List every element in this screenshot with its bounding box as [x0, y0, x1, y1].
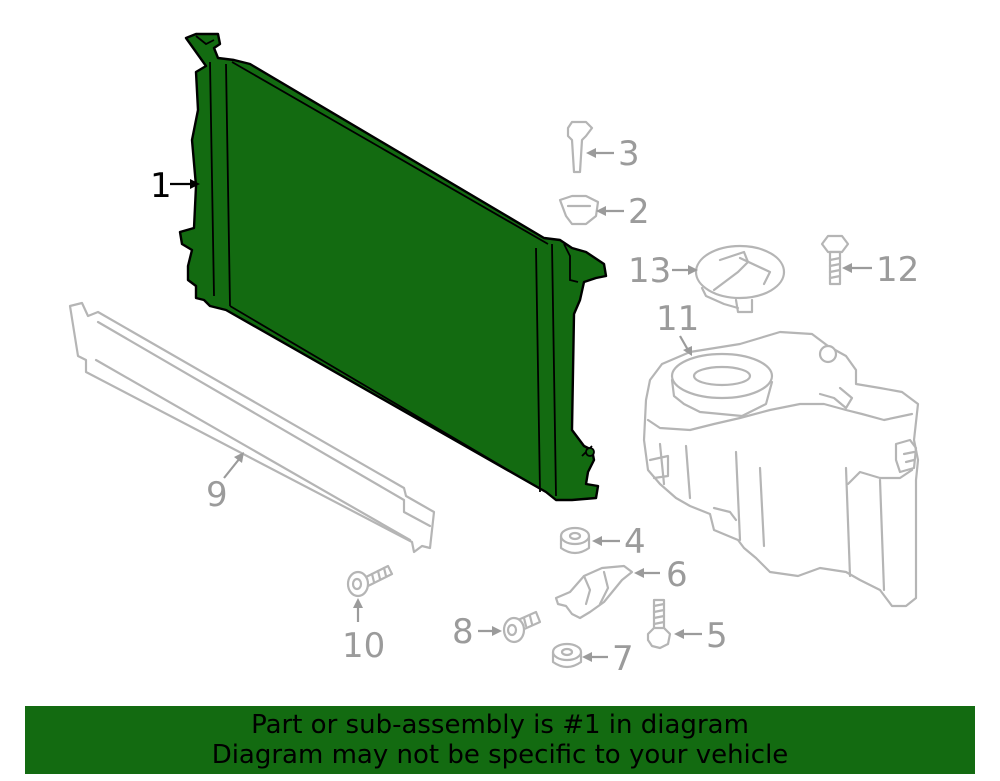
part-13-reservoir-cap[interactable] — [694, 244, 786, 314]
callout-7: 7 — [612, 639, 634, 679]
callout-5: 5 — [706, 616, 728, 656]
callout-1: 1 — [150, 166, 172, 206]
callout-10: 10 — [342, 626, 385, 666]
callout-3: 3 — [618, 134, 640, 174]
callout-9: 9 — [206, 475, 228, 515]
part-5-bolt[interactable] — [646, 598, 672, 650]
callout-arrows — [170, 148, 872, 662]
callout-8: 8 — [452, 612, 474, 652]
info-banner: Part or sub-assembly is #1 in diagram Di… — [25, 706, 975, 774]
callout-12: 12 — [876, 250, 919, 290]
part-2-grommet[interactable] — [558, 194, 600, 226]
banner-line-2: Diagram may not be specific to your vehi… — [211, 740, 789, 770]
part-10-bolt[interactable] — [346, 564, 394, 598]
part-3-pin[interactable] — [566, 120, 594, 174]
part-7-washer[interactable] — [551, 642, 583, 669]
callout-6: 6 — [666, 555, 688, 595]
callout-11: 11 — [656, 299, 699, 339]
part-11-expansion-tank[interactable] — [642, 330, 920, 608]
callout-2: 2 — [628, 192, 650, 232]
part-4-washer[interactable] — [559, 526, 591, 555]
part-8-bolt[interactable] — [502, 610, 542, 644]
part-12-bolt[interactable] — [820, 234, 850, 286]
callout-13: 13 — [628, 251, 671, 291]
part-9-air-deflector[interactable] — [68, 301, 436, 554]
callout-4: 4 — [624, 522, 646, 562]
parts-diagram: 1 3 2 13 12 11 9 4 6 5 8 7 10 — [68, 32, 920, 679]
part-1-radiator[interactable] — [178, 32, 608, 502]
banner-line-1: Part or sub-assembly is #1 in diagram — [251, 710, 749, 740]
part-6-bracket[interactable] — [554, 564, 634, 620]
